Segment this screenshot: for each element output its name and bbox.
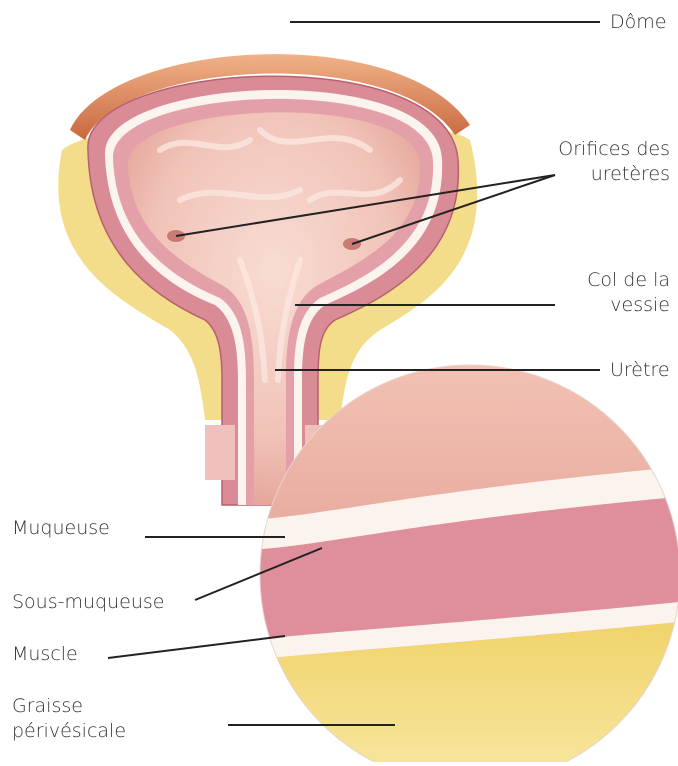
label-ureteral-orifices-line1: Orifices des (558, 137, 670, 162)
label-bladder-neck-line2: vessie (587, 293, 670, 318)
label-mucosa: Muqueuse (12, 516, 110, 541)
leader-muscle (108, 636, 285, 658)
label-perivesical-fat: Graisse périvésicale (12, 694, 126, 744)
label-perivesical-fat-line2: périvésicale (12, 719, 126, 744)
label-submucosa: Sous-muqueuse (12, 590, 164, 615)
label-perivesical-fat-line1: Graisse (12, 694, 126, 719)
label-ureteral-orifices: Orifices des uretères (558, 137, 670, 187)
label-bladder-neck: Col de la vessie (587, 268, 670, 318)
label-dome: Dôme (610, 10, 666, 35)
label-bladder-neck-line1: Col de la (587, 268, 670, 293)
label-urethra: Urètre (610, 358, 670, 383)
urethra-cut-left (205, 425, 235, 480)
label-muscle: Muscle (12, 642, 78, 667)
label-ureteral-orifices-line2: uretères (558, 162, 670, 187)
